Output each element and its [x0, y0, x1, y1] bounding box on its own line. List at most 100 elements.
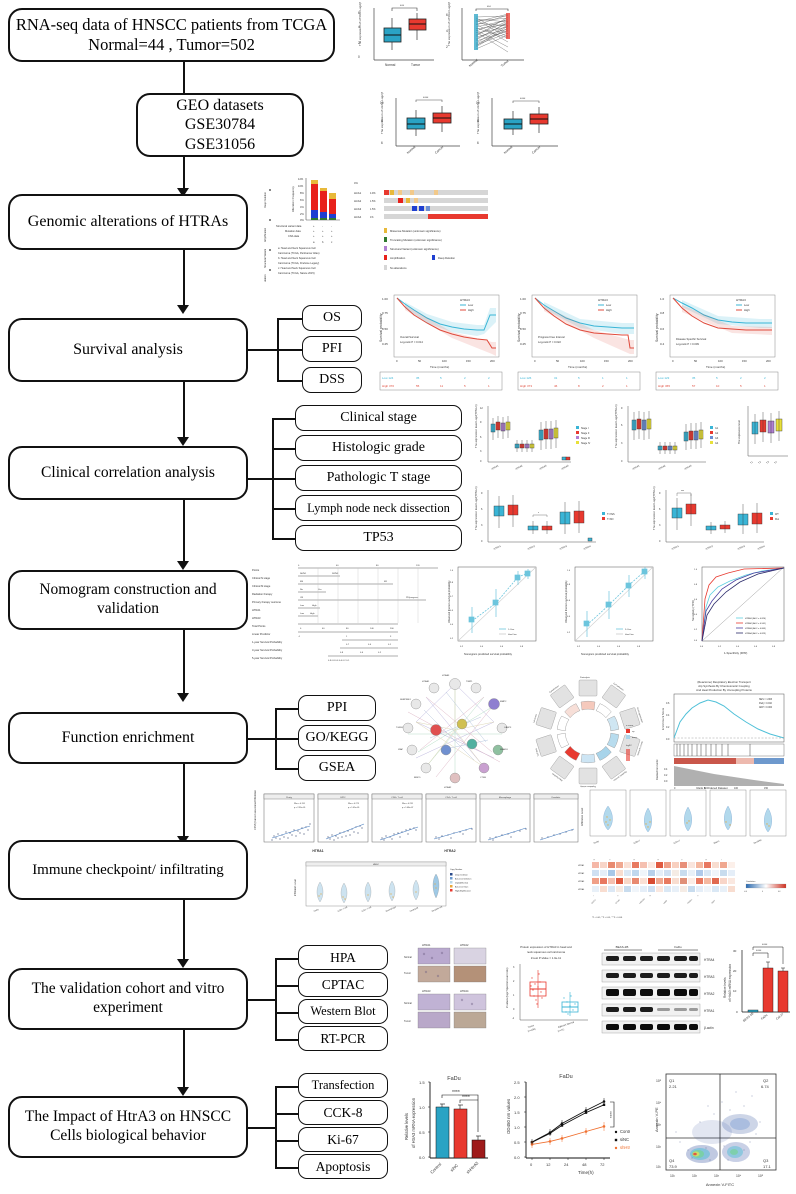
svg-text:0: 0 [530, 1162, 533, 1167]
svg-text:Low 126: Low 126 [520, 376, 532, 380]
svg-text:HTRA2: HTRA2 [704, 992, 715, 996]
branch-impact-l1 [275, 1086, 299, 1089]
step-geo[interactable]: GEO datasets GSE30784 GSE31056 [136, 93, 304, 157]
svg-text:1.0: 1.0 [514, 1125, 520, 1130]
svg-text:***: *** [705, 860, 707, 862]
svg-text:0.25: 0.25 [382, 342, 388, 346]
svg-text:High 370: High 370 [382, 384, 394, 388]
svg-text:0.25: 0.25 [520, 342, 526, 346]
step-tcga[interactable]: RNA-seq data of HNSCC patients from TCGA… [8, 8, 335, 62]
svg-text:80: 80 [376, 565, 379, 567]
svg-text:Observed fraction survival pro: Observed fraction survival probability [564, 580, 568, 623]
step-impact-label: The Impact of HtrA3 on HNSCC Cells biolo… [24, 1108, 232, 1144]
branch-histologic-grade[interactable]: Histologic grade [295, 435, 462, 461]
svg-text:0.6: 0.6 [500, 646, 504, 648]
svg-text:HTRA2: HTRA2 [578, 872, 584, 875]
svg-text:0: 0 [480, 460, 482, 463]
svg-text:40: 40 [336, 565, 339, 567]
svg-text:Primary therapy outcome: Primary therapy outcome [252, 600, 282, 604]
step-impact[interactable]: The Impact of HtrA3 on HNSCC Cells biolo… [8, 1096, 248, 1158]
svg-text:HTRA3: HTRA3 [578, 880, 584, 883]
svg-text:Tumor: Tumor [527, 1024, 534, 1029]
svg-text:100: 100 [718, 359, 723, 363]
svg-text:HTRA2: HTRA2 [444, 786, 452, 789]
step-validation[interactable]: The validation cohort and vitro experime… [8, 968, 248, 1030]
svg-text:1: 1 [488, 384, 490, 388]
branch-tp53[interactable]: TP53 [295, 525, 462, 551]
step-immune[interactable]: Immune checkpoint/ infiltrating [8, 840, 248, 900]
branch-rtpcr[interactable]: RT-PCR [298, 1026, 388, 1051]
svg-text:CD8+ T cell: CD8+ T cell [338, 906, 349, 912]
svg-text:SERPINE1: SERPINE1 [400, 699, 412, 701]
step-survival[interactable]: Survival analysis [8, 318, 248, 382]
figure-geo-expression: The expression of HtrA1 Log2(TPM+1) 10 8… [372, 92, 572, 164]
branch-hpa[interactable]: HPA [298, 945, 388, 970]
svg-text:Protein expression of HTRA3 in: Protein expression of HTRA3 in head and [520, 945, 572, 949]
branch-cptac[interactable]: CPTAC [298, 972, 388, 997]
branch-validation-l4 [275, 1039, 299, 1042]
svg-text:HTRA2: HTRA2 [460, 943, 469, 947]
branch-ki67[interactable]: Ki-67 [298, 1127, 388, 1152]
svg-text:6: 6 [480, 436, 482, 439]
svg-text:No alterations: No alterations [390, 266, 407, 270]
svg-text:Structural Variant: Structural Variant [264, 249, 267, 268]
svg-text:2: 2 [740, 376, 742, 380]
svg-text:0: 0 [298, 565, 300, 567]
svg-text:0.8: 0.8 [637, 646, 641, 648]
branch-gokegg[interactable]: GO/KEGG [298, 725, 376, 751]
svg-text:6.74: 6.74 [761, 1084, 770, 1089]
branch-apoptosis[interactable]: Apoptosis [298, 1154, 388, 1179]
svg-text:Stage I: Stage I [581, 427, 589, 430]
svg-text:10: 10 [476, 101, 480, 105]
step-genomic[interactable]: Genomic alterations of HTRAs [8, 194, 248, 250]
branch-dss[interactable]: DSS [302, 367, 362, 393]
figure-cptac-boxplot: Protein expression of HTRA3 in head and … [496, 940, 596, 1040]
branch-transfection[interactable]: Transfection [298, 1073, 388, 1098]
branch-cck8[interactable]: CCK-8 [298, 1100, 388, 1125]
arrow-to-impact [177, 1087, 189, 1096]
svg-text:0.6: 0.6 [617, 646, 621, 648]
step-function[interactable]: Function enrichment [8, 712, 248, 764]
svg-text:3-Year: 3-Year [625, 628, 632, 631]
svg-text:Survival probability: Survival probability [655, 313, 659, 342]
svg-text:Radiation therapy: Radiation therapy [252, 592, 273, 596]
svg-text:0.7: 0.7 [450, 596, 454, 598]
branch-clinical-stage[interactable]: Clinical stage [295, 405, 462, 431]
svg-text:6: 6 [621, 424, 623, 427]
svg-text:****: **** [452, 1090, 460, 1096]
svg-text:17.1: 17.1 [763, 1164, 772, 1169]
svg-text:OD450 nm values: OD450 nm values [506, 1098, 511, 1134]
svg-text:10⁵: 10⁵ [758, 1174, 764, 1178]
branch-ppi[interactable]: PPI [298, 695, 376, 721]
svg-text:HTRA4: HTRA4 [583, 545, 592, 551]
svg-text:T=YES: T=YES [607, 513, 615, 516]
step-nomogram[interactable]: Nomogram construction and validation [8, 570, 248, 630]
svg-text:Truncating Mutation (unknown s: Truncating Mutation (unknown significanc… [390, 238, 442, 242]
svg-text:1.5: 1.5 [419, 1080, 425, 1085]
step-clinical[interactable]: Clinical correlation analysis [8, 446, 248, 500]
svg-text:1.00: 1.00 [520, 297, 526, 301]
branch-pathologic-t[interactable]: Pathologic T stage [295, 465, 462, 491]
branch-os[interactable]: OS [302, 305, 362, 331]
svg-text:Observed fraction survival pro: Observed fraction survival probability [447, 580, 451, 623]
svg-text:0.7: 0.7 [346, 644, 350, 646]
branch-gsea[interactable]: GSEA [298, 755, 376, 781]
svg-text:140: 140 [370, 628, 374, 630]
svg-text:0.4: 0.4 [597, 646, 601, 648]
svg-text:High 373: High 373 [520, 384, 532, 388]
svg-text:0.0: 0.0 [666, 738, 670, 741]
branch-lymph-node[interactable]: Lymph node neck dissection [295, 495, 462, 521]
svg-text:Cancer: Cancer [434, 144, 445, 154]
arrow-to-survival [177, 305, 189, 314]
svg-text:6: 6 [358, 11, 360, 15]
svg-text:FaDu: FaDu [559, 1074, 572, 1080]
step-geo-label: GEO datasets GSE30784 GSE31056 [176, 96, 264, 153]
branch-pfi[interactable]: PFI [302, 336, 362, 362]
svg-text:0.4: 0.4 [736, 646, 740, 648]
svg-text:T2: T2 [758, 460, 763, 465]
branch-western-blot[interactable]: Western Blot [298, 999, 388, 1024]
svg-text:12: 12 [480, 407, 483, 410]
svg-text:CD4+T: CD4+T [674, 840, 682, 845]
svg-text:Dendritic: Dendritic [552, 796, 562, 799]
